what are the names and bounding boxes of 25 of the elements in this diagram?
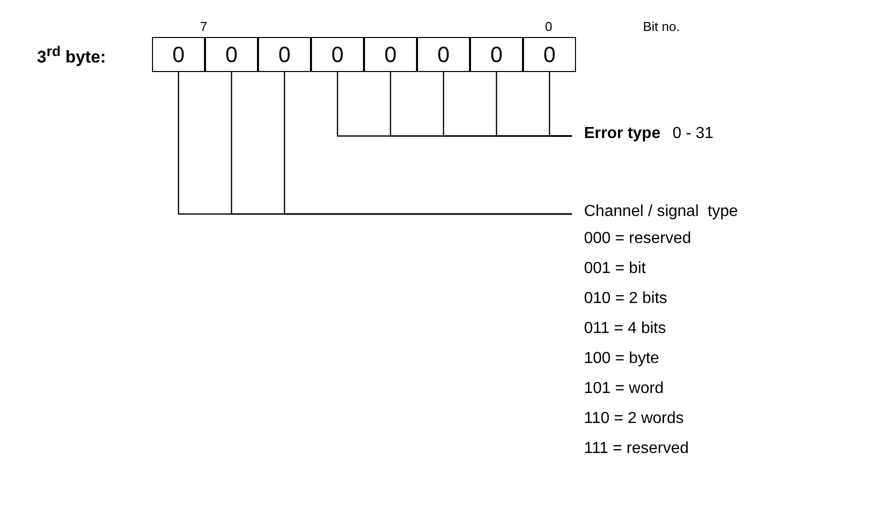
bit-number: 7 (200, 19, 208, 34)
byte-label: 3$^{rd}$ byte: (37, 44, 106, 68)
code-definition: 111 = reserved (584, 440, 689, 458)
bit-cell: 0 (152, 37, 205, 72)
code-definition: 010 = 2 bits (584, 290, 668, 308)
bit-cell: 0 (205, 37, 258, 72)
connector-line (548, 72, 572, 137)
bit-cell: 0 (417, 37, 470, 72)
code-definition: 101 = word (584, 380, 664, 398)
field-name: Channel / signal type (584, 203, 738, 220)
code-definition: 110 = 2 words (584, 410, 684, 428)
field-name: Error type (584, 125, 660, 142)
value-range: 0 - 31 (672, 125, 714, 142)
code-definition: 011 = 4 bits (584, 320, 666, 338)
bit-cell: 0 (311, 37, 364, 72)
bit-cell: 0 (258, 37, 311, 72)
connector-line (284, 72, 572, 215)
code-definition: 000 = reserved (584, 230, 692, 248)
bit-number: 0 (545, 19, 552, 34)
code-definition: 001 = bit (584, 260, 646, 278)
code-definition: 100 = byte (584, 350, 660, 368)
axis-caption: Bit no. (643, 19, 680, 34)
bit-cell: 0 (523, 37, 576, 72)
bit-cell: 0 (470, 37, 523, 72)
bit-cell: 0 (364, 37, 417, 72)
